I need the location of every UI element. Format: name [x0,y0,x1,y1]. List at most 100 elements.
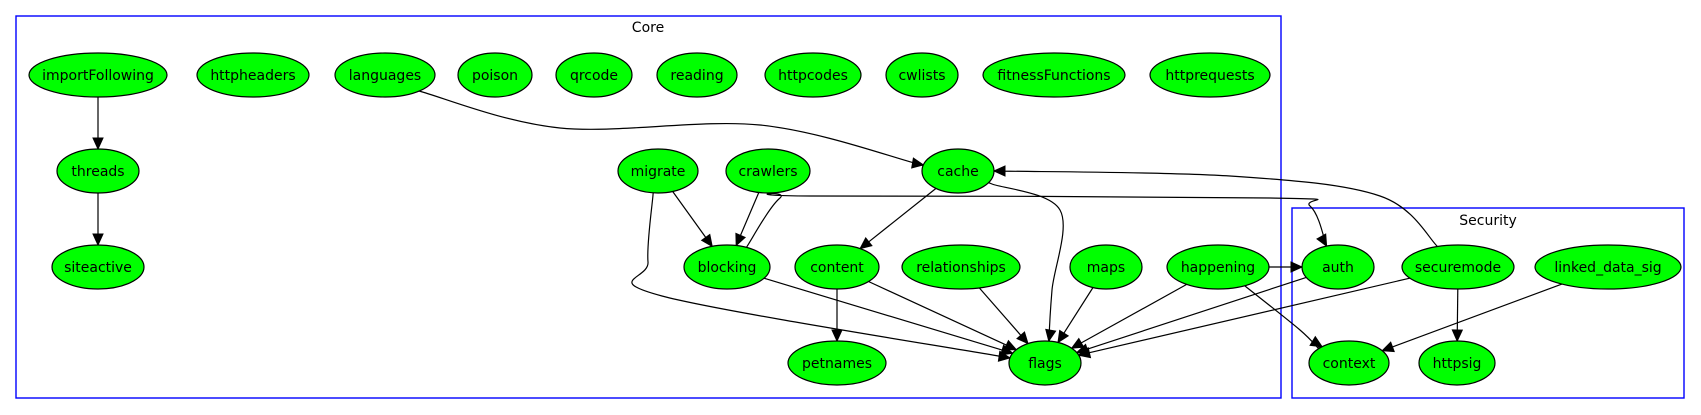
edge-line [1456,288,1459,331]
node-ellipse [764,52,862,98]
node-fitnessFunctions: fitnessFunctions [982,52,1126,98]
node-relationships: relationships [901,244,1021,290]
node-label: flags [1028,356,1062,372]
edge-line [1063,287,1094,334]
node-label: cwlists [898,68,945,84]
arrowhead-icon [1003,339,1018,351]
node-label: auth [1322,260,1354,276]
node-httpcodes: httpcodes [764,52,862,98]
node-label: reading [670,68,723,84]
node-httprequests: httprequests [1149,52,1271,98]
node-ellipse [1166,244,1270,290]
node-label: securemode [1415,260,1501,276]
node-ellipse [617,148,699,194]
cluster-core-box [15,15,1282,399]
edge-importFollowing-to-threads [92,97,104,151]
node-importFollowing: importFollowing [28,52,168,98]
node-cache: cache [921,148,995,194]
arrowhead-icon [700,233,713,248]
node-label: happening [1181,260,1255,276]
edge-happening-to-flags [1070,283,1187,349]
edge-line [1081,283,1187,344]
node-ellipse [1008,340,1082,386]
node-label: fitnessFunctions [997,68,1110,84]
node-ellipse [885,52,959,98]
edge-line [743,192,1327,253]
node-petnames: petnames [787,340,887,386]
arrowhead-icon [992,165,1006,177]
node-siteactive: siteactive [51,244,145,290]
node-ellipse [787,340,887,386]
arrowhead-icon [859,236,873,250]
edge-line [978,287,1022,336]
node-crawlers: crawlers [725,148,811,194]
node-migrate: migrate [617,148,699,194]
edge-relationships-to-flags [978,287,1029,345]
edge-cache-to-flags [985,181,1064,343]
node-label: blocking [698,260,757,276]
node-blocking: blocking [683,244,771,290]
node-label: content [810,260,864,276]
node-label: threads [71,164,124,180]
node-auth: auth [1301,244,1375,290]
edge-line [868,280,1007,346]
edge-line [980,170,1443,252]
edge-line [1087,276,1307,350]
node-ellipse [334,52,436,98]
edge-linked_data_sig-to-context [1381,283,1563,353]
cluster-core: Core [15,15,1282,399]
node-ellipse [901,244,1021,290]
arrowhead-icon [735,232,747,247]
node-label: migrate [631,164,686,180]
edge-happening-to-auth [1269,261,1304,273]
edge-cache-to-content [859,187,937,250]
node-ellipse [1418,340,1496,386]
node-label: qrcode [570,68,618,84]
arrowhead-icon [1381,341,1395,353]
node-ellipse [982,52,1126,98]
node-securemode: securemode [1401,244,1515,290]
arrowhead-icon [1016,331,1029,345]
cluster-security: Security [1291,207,1685,399]
node-qrcode: qrcode [555,52,633,98]
edge-threads-to-siteactive [92,193,104,247]
node-label: maps [1087,260,1125,276]
arrowhead-icon [92,233,104,247]
edge-line [739,192,760,236]
node-ellipse [1301,244,1375,290]
edge-content-to-flags [868,280,1018,351]
cluster-security-box [1291,207,1685,399]
node-label: httpcodes [778,68,848,84]
node-happening: happening [1166,244,1270,290]
cluster-security-label: Security [1459,213,1517,229]
edge-content-to-petnames [831,289,843,343]
node-label: context [1323,356,1376,372]
edge-crawlers-to-blocking [735,192,760,247]
node-ellipse [555,52,633,98]
node-context: context [1308,340,1390,386]
edge-blocking-to-auth [743,192,1328,253]
edge-migrate-to-blocking [672,191,713,248]
edge-securemode-to-flags [1077,277,1410,359]
node-poison: poison [457,52,533,98]
node-label: linked_data_sig [1554,260,1661,276]
node-label: petnames [802,356,872,372]
arrowhead-icon [1290,261,1304,273]
node-label: httpsig [1433,356,1482,372]
node-linked_data_sig: linked_data_sig [1534,244,1682,290]
node-label: crawlers [738,164,797,180]
edges-layer [92,87,1563,362]
arrowhead-icon [1045,328,1057,343]
node-reading: reading [656,52,738,98]
node-content: content [794,244,880,290]
arrowhead-icon [1316,233,1328,248]
arrowhead-icon [911,157,925,169]
clusters-layer: Core Security [15,15,1685,399]
node-ellipse [196,52,310,98]
node-ellipse [656,52,738,98]
node-threads: threads [56,148,140,194]
node-ellipse [28,52,168,98]
arrowhead-icon [1309,335,1324,348]
